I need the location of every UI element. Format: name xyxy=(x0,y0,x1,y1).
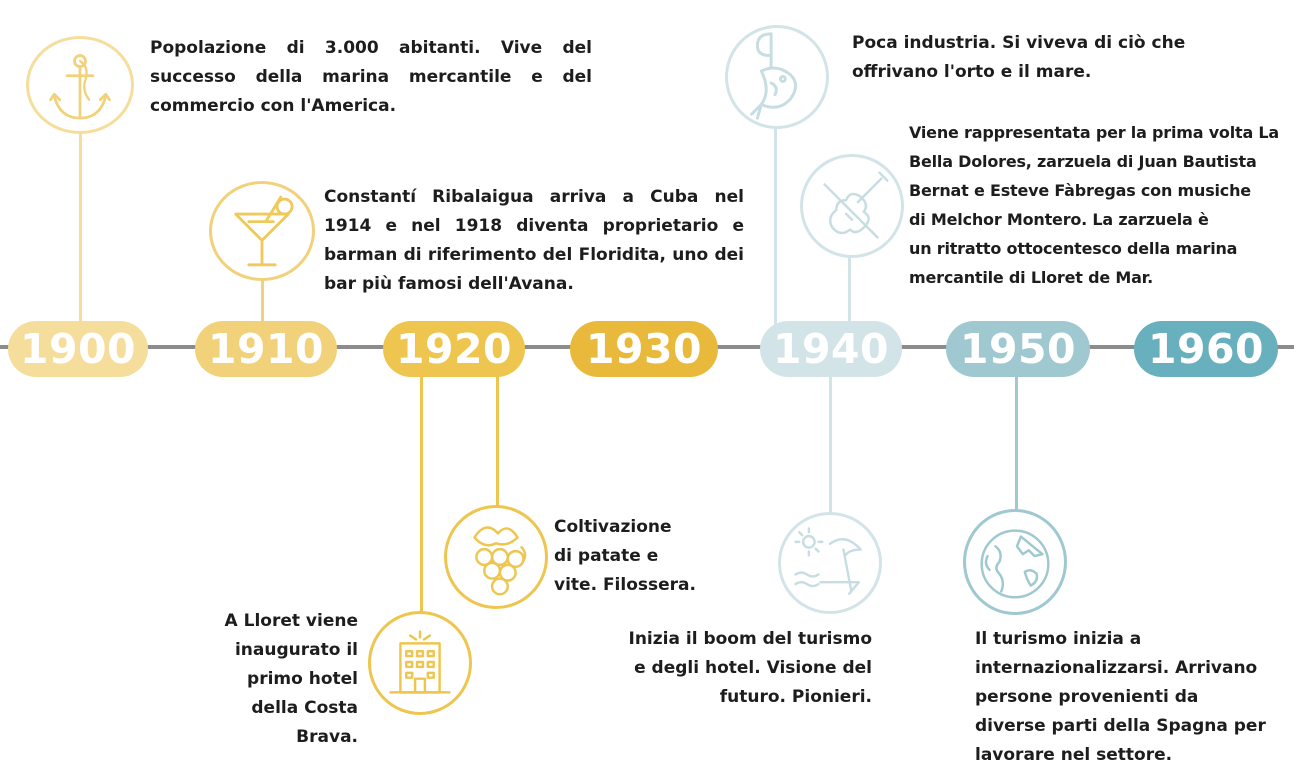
event-1940-violin-text: Viene rappresentata per la prima volta L… xyxy=(909,123,1280,287)
year-label: 1900 xyxy=(19,325,137,373)
beach-icon xyxy=(778,512,882,614)
hotel-icon xyxy=(368,611,472,715)
event-1950-text: Il turismo inizia a internazionalizzarsi… xyxy=(975,629,1266,765)
stem-1920-hotel xyxy=(420,372,423,618)
grapes-icon xyxy=(444,505,548,609)
year-label: 1930 xyxy=(585,325,703,373)
event-1900-text: Popolazione di 3.000 abitanti. Vive del … xyxy=(150,38,592,116)
globe-plane-icon xyxy=(963,509,1067,615)
stem-1940-violin xyxy=(848,250,851,325)
violin-icon xyxy=(800,154,904,258)
year-pill-1960: 1960 xyxy=(1134,321,1278,377)
year-pill-1940: 1940 xyxy=(760,321,902,377)
year-label: 1920 xyxy=(395,325,513,373)
stem-1940-beach xyxy=(829,372,832,520)
cocktail-icon xyxy=(209,181,315,281)
event-1920-grapes-text: Coltivazione di patate e vite. Filossera… xyxy=(554,517,696,595)
year-label: 1910 xyxy=(207,325,325,373)
year-pill-1950: 1950 xyxy=(946,321,1090,377)
event-1940-fishing-text: Poca industria. Si viveva di ciò che off… xyxy=(852,33,1186,82)
anchor-icon xyxy=(26,36,134,134)
year-label: 1950 xyxy=(959,325,1077,373)
stem-1950 xyxy=(1015,372,1018,518)
fish-hook-icon xyxy=(725,25,829,129)
stem-1920-grapes xyxy=(496,372,499,512)
stem-1910 xyxy=(261,268,264,325)
year-label: 1960 xyxy=(1147,325,1265,373)
year-pill-1920: 1920 xyxy=(383,321,525,377)
year-pill-1900: 1900 xyxy=(8,321,148,377)
event-1920-hotel-text: A Lloret viene inaugurato il primo hotel… xyxy=(224,611,358,747)
stem-1940-fishing xyxy=(774,120,777,325)
year-pill-1930: 1930 xyxy=(570,321,718,377)
year-label: 1940 xyxy=(772,325,890,373)
event-1910-text: Constantí Ribalaigua arriva a Cuba nel 1… xyxy=(324,187,744,294)
stem-1900 xyxy=(79,120,82,325)
event-1940-beach-text: Inizia il boom del turismo e degli hotel… xyxy=(628,629,873,707)
year-pill-1910: 1910 xyxy=(195,321,337,377)
